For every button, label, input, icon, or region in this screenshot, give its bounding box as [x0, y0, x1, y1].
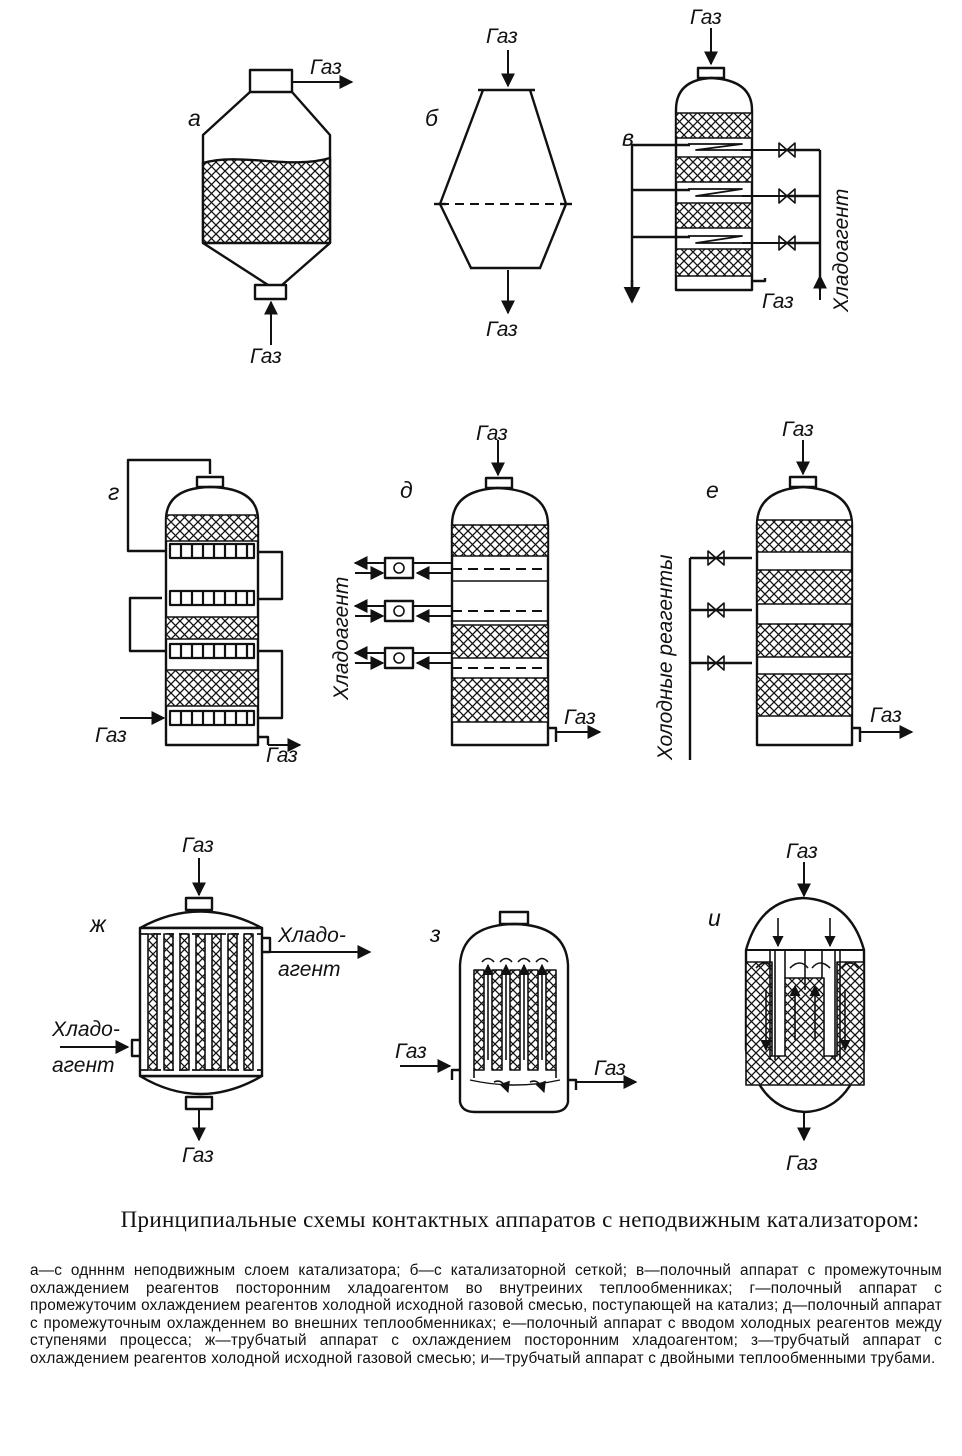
- gas-label: Газ: [690, 6, 722, 29]
- gas-label: Газ: [786, 840, 818, 863]
- scheme-b: [434, 50, 572, 315]
- gas-label: Газ: [486, 25, 518, 48]
- gas-label: Газ: [310, 56, 342, 79]
- gas-label: Газ: [564, 706, 596, 729]
- gas-label: Газ: [182, 1144, 214, 1167]
- coolant-label-part2: агент: [52, 1054, 115, 1077]
- gas-label: Газ: [870, 704, 902, 727]
- scheme-letter-e: е: [706, 477, 719, 503]
- scheme-letter-g: г: [108, 479, 119, 505]
- coolant-label-part1: Хладо-: [51, 1018, 120, 1041]
- gas-label: Газ: [476, 422, 508, 445]
- scheme-e: [688, 440, 914, 760]
- cold-reagents-label: Холодные реагенты: [654, 554, 677, 761]
- figure-caption-text: а—с однннм неподвижным слоем катализатор…: [30, 1262, 942, 1367]
- scheme-z: [400, 910, 638, 1114]
- scheme-zh: [60, 858, 372, 1142]
- coolant-label-part1: Хладо-: [277, 924, 346, 947]
- scheme-letter-i: и: [708, 905, 721, 931]
- gas-label: Газ: [182, 834, 214, 857]
- gas-label: Газ: [395, 1040, 427, 1063]
- gas-label: Газ: [95, 724, 127, 747]
- scheme-letter-b: б: [425, 105, 439, 131]
- scheme-letter-z: з: [429, 921, 441, 947]
- figure-caption-title: Принципиальные схемы контактных аппарато…: [120, 1207, 920, 1232]
- scheme-letter-d: д: [400, 477, 413, 503]
- scheme-i: [744, 862, 866, 1142]
- gas-label: Газ: [266, 744, 298, 767]
- gas-label: Газ: [786, 1152, 818, 1175]
- gas-label: Газ: [762, 290, 794, 313]
- scheme-v: [623, 28, 827, 304]
- scheme-letter-v: в: [622, 125, 634, 151]
- scheme-letter-a: а: [188, 105, 201, 131]
- scheme-a: [201, 68, 354, 345]
- gas-label: Газ: [594, 1057, 626, 1080]
- gas-label: Газ: [782, 418, 814, 441]
- coolant-label: Хладоагент: [330, 577, 353, 701]
- coolant-label-part2: агент: [278, 958, 341, 981]
- scheme-g: [120, 458, 302, 752]
- scheme-d: [353, 440, 602, 747]
- coolant-label: Хладоагент: [830, 189, 853, 313]
- scheme-letter-zh: ж: [89, 911, 107, 937]
- apparatus-diagrams: а б в г д е ж з и Газ Газ Газ Газ Газ Га…: [51, 6, 914, 1175]
- gas-label: Газ: [250, 345, 282, 368]
- gas-label: Газ: [486, 318, 518, 341]
